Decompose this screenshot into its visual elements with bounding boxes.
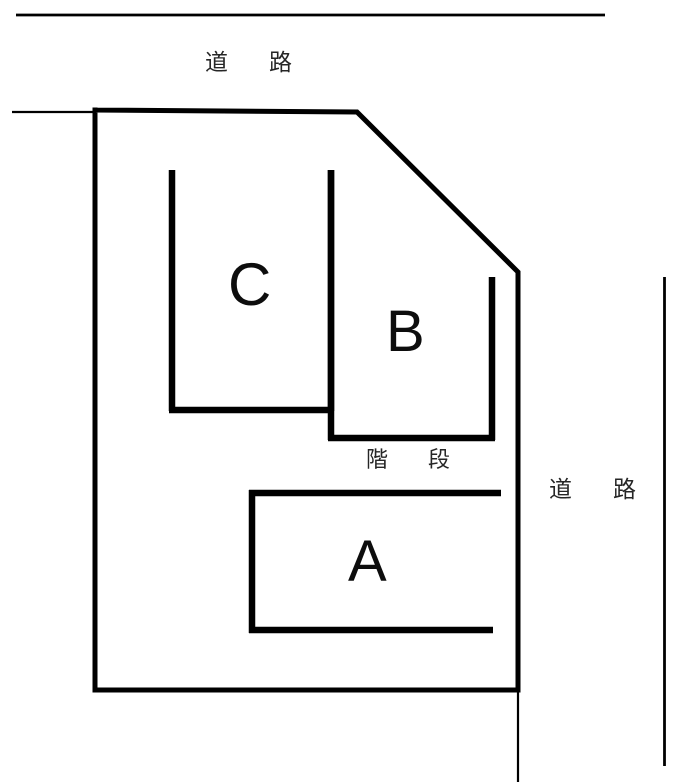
lot-boundary (92, 107, 521, 693)
stairs-label: 階 段 (366, 448, 460, 473)
road-label-top: 道 路 (205, 50, 301, 76)
building-c-label: C (228, 251, 272, 318)
building-b (327, 170, 496, 442)
building-a-label: A (348, 529, 387, 594)
road-boundaries (12, 13, 666, 782)
building-a (248, 489, 501, 634)
road-label-right: 道 路 (549, 477, 645, 503)
lot-boundary-outline (92, 107, 521, 693)
building-b-label: B (386, 299, 425, 364)
